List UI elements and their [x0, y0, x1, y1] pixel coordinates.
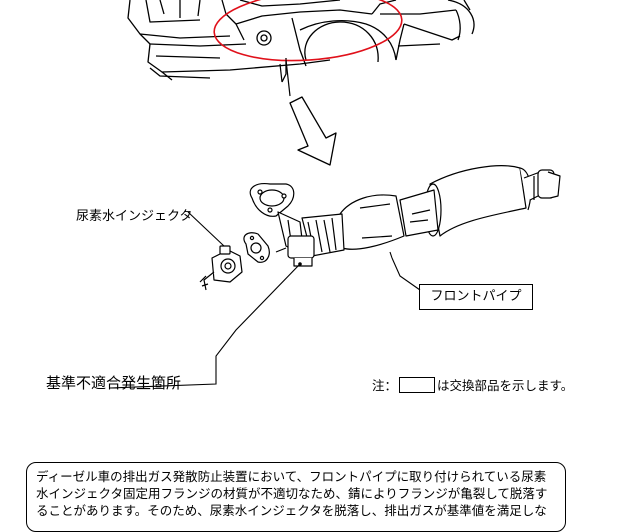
description-box: ディーゼル車の排出ガス発散防止装置において、フロントパイプに取り付けられている尿… — [26, 462, 566, 532]
leader-lines — [279, 59, 291, 97]
legend-prefix: 注： — [372, 378, 398, 393]
label-leaders — [109, 211, 421, 389]
description-line-3: ることがあります。そのため、尿素水インジェクタを脱落し、排出ガスが基準値を満足し… — [36, 503, 547, 518]
description-line-1: ディーゼル車の排出ガス発散防止装置において、フロントパイプに取り付けられている尿… — [36, 469, 547, 484]
vehicle-front-drawing — [127, 0, 475, 83]
diagram-illustration — [109, 0, 561, 389]
legend-note: 注： は交換部品を示します。 — [372, 375, 573, 394]
down-arrow-icon — [289, 96, 337, 166]
injector-label: 尿素水インジェクタ — [76, 209, 193, 224]
legend-swatch-box — [399, 376, 436, 393]
description-line-2: 水インジェクタ固定用フランジの材質が不適切なため、錆によりフランジが亀裂して脱落… — [36, 486, 548, 501]
legend-suffix: は交換部品を示します。 — [437, 378, 574, 393]
exhaust-assembly-drawing — [199, 165, 561, 291]
defect-location-label: 基準不適合発生箇所 — [46, 374, 182, 392]
front-pipe-label: フロントパイプ — [419, 284, 533, 310]
pointer-dot — [298, 262, 302, 266]
highlight-ellipse — [213, 0, 403, 62]
